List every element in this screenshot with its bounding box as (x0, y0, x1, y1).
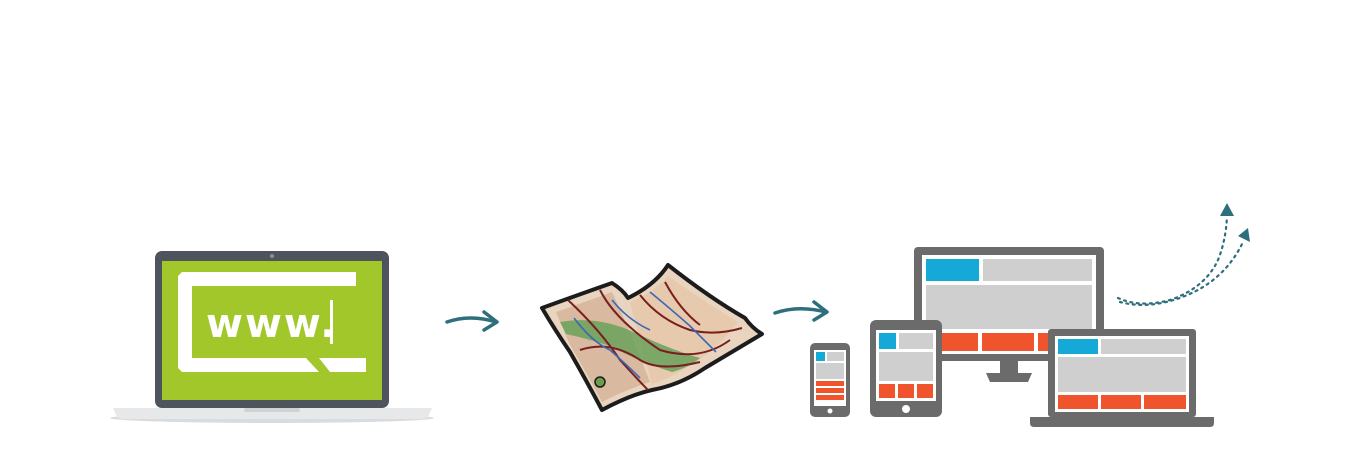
laptop-www-icon: www. (110, 251, 434, 423)
arrow-right-icon (773, 300, 829, 322)
folded-map-icon (540, 263, 764, 412)
arrow-right-icon (445, 310, 499, 332)
dotted-growth-arrows-icon (1116, 203, 1250, 306)
tablet-icon (870, 320, 942, 417)
desktop-monitor-icon (914, 247, 1104, 382)
laptop-icon (1030, 329, 1214, 427)
smartphone-icon (810, 343, 850, 417)
laptop-screen-text: www. (206, 301, 338, 347)
